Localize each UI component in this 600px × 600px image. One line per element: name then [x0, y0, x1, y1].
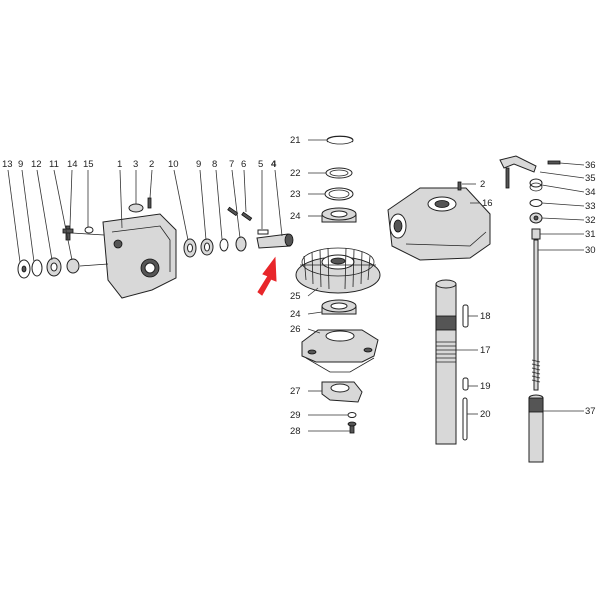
- label-4: 4: [271, 159, 277, 170]
- label-7: 7: [229, 159, 234, 170]
- label-30: 30: [585, 245, 596, 256]
- upper-housing-16: [387, 187, 491, 261]
- label-11a: 11: [49, 159, 59, 170]
- label-31: 31: [585, 229, 596, 240]
- washer-8: [219, 238, 229, 252]
- label-32: 32: [585, 215, 596, 226]
- key-5: [257, 229, 269, 235]
- label-8: 8: [212, 159, 217, 170]
- label-12: 12: [31, 159, 42, 170]
- part-labels: 13 9 12 11 14 15 1 3 2 10 9 8 7 6 5 4 21…: [2, 135, 596, 437]
- lever-35: [499, 155, 537, 173]
- label-35: 35: [585, 173, 596, 184]
- label-36: 36: [585, 160, 596, 171]
- label-27: 27: [290, 386, 301, 397]
- vertical-shaft-17: [435, 283, 457, 445]
- label-14: 14: [67, 159, 78, 170]
- ring-12: [31, 259, 43, 277]
- label-25: 25: [290, 291, 301, 302]
- label-19: 19: [480, 381, 491, 392]
- pin-2a: [147, 197, 152, 209]
- label-3: 3: [133, 159, 138, 170]
- label-16: 16: [482, 198, 493, 209]
- label-22: 22: [290, 168, 301, 179]
- far-right-assembly: [499, 155, 561, 463]
- cap-3: [128, 203, 144, 213]
- label-5: 5: [258, 159, 263, 170]
- bushing-11: [66, 258, 80, 274]
- label-23: 23: [290, 189, 301, 200]
- label-21: 21: [290, 135, 301, 146]
- label-29: 29: [290, 410, 301, 421]
- pin-36: [547, 160, 561, 165]
- washer-15: [84, 226, 94, 234]
- label-34: 34: [585, 187, 596, 198]
- red-arrow-icon: [257, 256, 277, 296]
- center-stack: [295, 135, 381, 434]
- label-20: 20: [480, 409, 491, 420]
- label-6: 6: [241, 159, 246, 170]
- label-28: 28: [290, 426, 301, 437]
- collar-7: [235, 236, 247, 252]
- label-17: 17: [480, 345, 491, 356]
- label-2b: 2: [480, 179, 485, 190]
- right-center-assembly: [387, 181, 491, 445]
- leader-lines: [7, 139, 585, 432]
- label-10: 10: [168, 159, 179, 170]
- key-18: [462, 304, 469, 328]
- bush-31: [531, 228, 541, 240]
- label-33: 33: [585, 201, 596, 212]
- label-2a: 2: [149, 159, 154, 170]
- label-9a: 9: [18, 159, 23, 170]
- key-19: [462, 377, 469, 391]
- left-assembly: [17, 197, 294, 299]
- label-37: 37: [585, 406, 596, 417]
- label-13: 13: [2, 159, 13, 170]
- label-15: 15: [83, 159, 94, 170]
- pin-2b: [457, 181, 462, 191]
- label-9b: 9: [196, 159, 201, 170]
- washer-33: [529, 199, 543, 207]
- gearbox-housing: [102, 213, 177, 299]
- label-24a: 24: [290, 211, 301, 222]
- washer-29: [347, 412, 357, 418]
- strip-20: [462, 397, 468, 441]
- label-24b: 24: [290, 309, 301, 320]
- threaded-rod-30: [533, 239, 539, 391]
- label-18: 18: [480, 311, 491, 322]
- label-26: 26: [290, 324, 301, 335]
- label-1: 1: [117, 159, 122, 170]
